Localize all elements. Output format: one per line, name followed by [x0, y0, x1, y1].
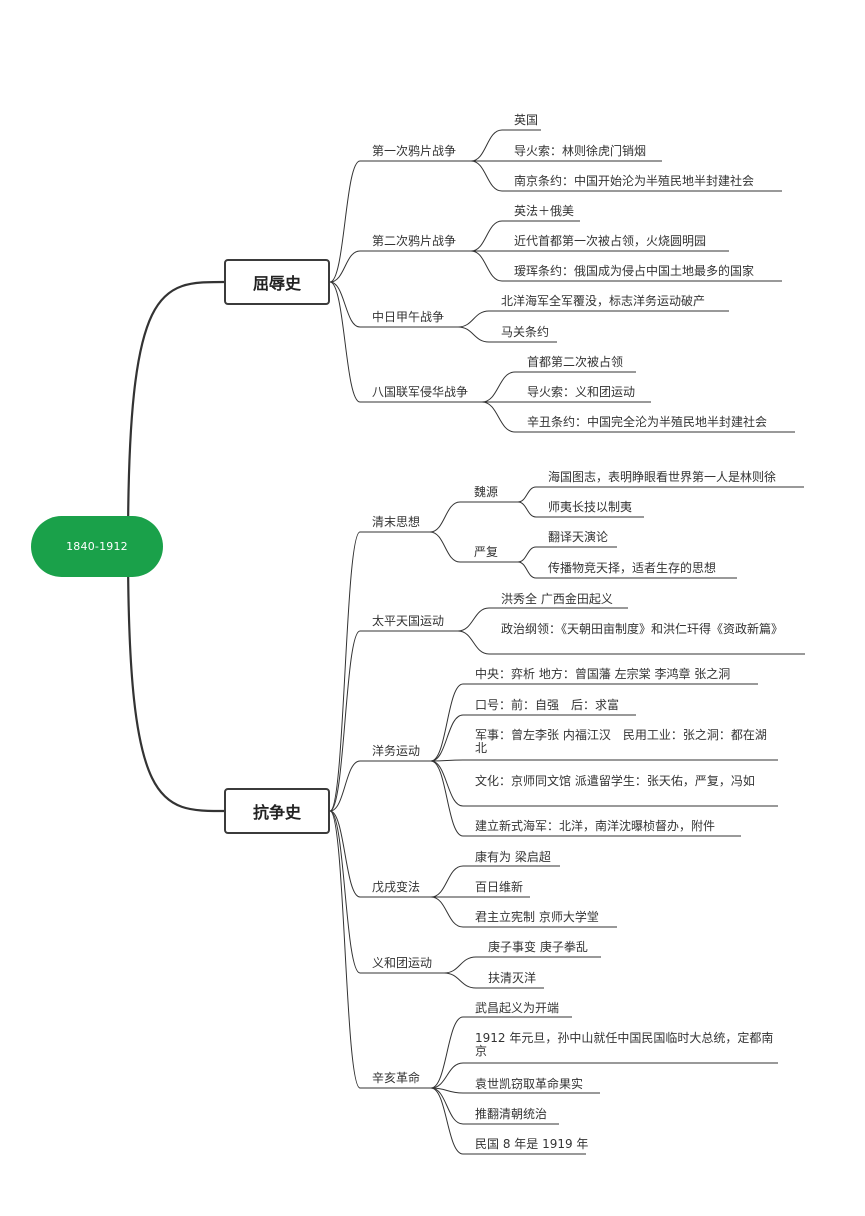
leaf-node: 袁世凯窃取革命果实 — [475, 1077, 584, 1091]
root-node: 1840-1912 — [31, 516, 163, 577]
connector-line — [329, 760, 361, 812]
leaf-node: 传播物竞天择，适者生存的思想 — [548, 561, 717, 575]
connector-line — [429, 501, 461, 533]
leaf-node: 百日维新 — [475, 880, 524, 894]
connector-line — [430, 865, 464, 898]
leaf-node: 马关条约 — [501, 325, 550, 339]
leaf-node: 导火索：义和团运动 — [527, 385, 636, 399]
connector-line — [443, 972, 477, 989]
leaf-node: 扶清灭洋 — [488, 971, 537, 985]
connector-line — [329, 630, 361, 812]
connector-line — [430, 1016, 464, 1089]
connector-line — [457, 310, 490, 328]
connector-line — [430, 714, 464, 762]
connector-line — [430, 760, 464, 837]
connector-line — [443, 956, 477, 974]
leaf-node: 海国图志，表明睁眼看世界第一人是林则徐 — [548, 470, 777, 484]
leaf-node: 中央：弈析 地方：曾国藩 左宗棠 李鸿章 张之洞 — [475, 667, 731, 681]
topic-node: 清末思想 — [372, 515, 421, 529]
topic-node: 戊戌变法 — [372, 880, 421, 894]
connector-line — [329, 250, 361, 283]
connector-line — [470, 160, 503, 192]
connector-line — [430, 1062, 464, 1089]
topic-node: 第一次鸦片战争 — [372, 144, 457, 158]
leaf-node: 师夷长技以制夷 — [548, 500, 633, 514]
leaf-node: 庚子事变 庚子拳乱 — [488, 940, 588, 954]
connector-line — [517, 561, 537, 579]
connector-line — [517, 486, 537, 503]
leaf-node: 辛丑条约：中国完全沦为半殖民地半封建社会 — [527, 415, 768, 429]
connector-line — [329, 281, 361, 403]
topic-node: 太平天国运动 — [372, 614, 445, 628]
leaf-node: 推翻清朝统治 — [475, 1107, 548, 1121]
connector-line — [329, 281, 361, 328]
connector-line — [126, 545, 225, 813]
leaf-node: 南京条约：中国开始沦为半殖民地半封建社会 — [514, 174, 755, 188]
leaf-node: 英法＋俄美 — [514, 204, 575, 218]
leaf-node: 政治纲领：《天朝田亩制度》和洪仁玕得《资政新篇》 — [501, 622, 784, 636]
connector-line — [329, 160, 361, 283]
leaf-node: 建立新式海军：北洋，南洋沈曝桢督办，附件 — [475, 819, 716, 833]
connector-line — [470, 220, 503, 252]
leaf-node: 1912 年元旦，孙中山就任中国民国临时大总统，定都南京 — [475, 1031, 774, 1058]
connector-line — [329, 531, 361, 812]
connector-line — [430, 759, 464, 762]
subtopic-node: 严复 — [474, 545, 499, 559]
leaf-node: 口号：前：自强 后：求富 — [475, 698, 620, 712]
leaf-node: 首都第二次被占领 — [527, 355, 624, 369]
connector-line — [430, 1087, 464, 1155]
connector-line — [329, 810, 361, 974]
leaf-node: 民国 8 年是 1919 年 — [475, 1137, 589, 1151]
connector-line — [457, 630, 490, 655]
connector-line — [329, 810, 361, 898]
main-branch-humiliation: 屈辱史 — [224, 259, 330, 305]
topic-node: 第二次鸦片战争 — [372, 234, 457, 248]
connector-line — [481, 401, 516, 433]
connector-line — [430, 683, 464, 762]
leaf-node: 康有为 梁启超 — [475, 850, 551, 864]
connector-line — [429, 531, 461, 563]
main-branch-struggle: 抗争史 — [224, 788, 330, 834]
connector-line — [457, 326, 490, 343]
connector-line — [457, 607, 490, 632]
connector-line — [470, 250, 503, 282]
leaf-node: 英国 — [514, 113, 539, 127]
leaf-node: 武昌起义为开端 — [475, 1001, 560, 1015]
connector-line — [481, 371, 516, 403]
leaf-node: 瑷珲条约：俄国成为侵占中国土地最多的国家 — [514, 264, 755, 278]
subtopic-node: 魏源 — [474, 485, 499, 499]
leaf-node: 君主立宪制 京师大学堂 — [475, 910, 599, 924]
leaf-node: 近代首都第一次被占领，火烧圆明园 — [514, 234, 707, 248]
connector-line — [126, 280, 225, 547]
topic-node: 辛亥革命 — [372, 1071, 421, 1085]
connector-line — [329, 810, 361, 1089]
connector-line — [517, 546, 537, 563]
leaf-node: 导火索：林则徐虎门销烟 — [514, 144, 647, 158]
topic-node: 中日甲午战争 — [372, 310, 445, 324]
leaf-node: 洪秀全 广西金田起义 — [501, 592, 613, 606]
topic-node: 义和团运动 — [372, 956, 433, 970]
leaf-node: 翻译天演论 — [548, 530, 609, 544]
topic-node: 八国联军侵华战争 — [372, 385, 469, 399]
topic-node: 洋务运动 — [372, 744, 421, 758]
connector-line — [517, 501, 537, 518]
leaf-node: 北洋海军全军覆没，标志洋务运动破产 — [501, 294, 706, 308]
leaf-node: 文化：京师同文馆 派遣留学生：张天佑，严复，冯如 — [475, 774, 755, 788]
connector-line — [430, 896, 464, 928]
leaf-node: 军事：曾左李张 内福江汉 民用工业：张之洞：都在湖北 — [475, 728, 767, 755]
connector-line — [470, 129, 503, 162]
